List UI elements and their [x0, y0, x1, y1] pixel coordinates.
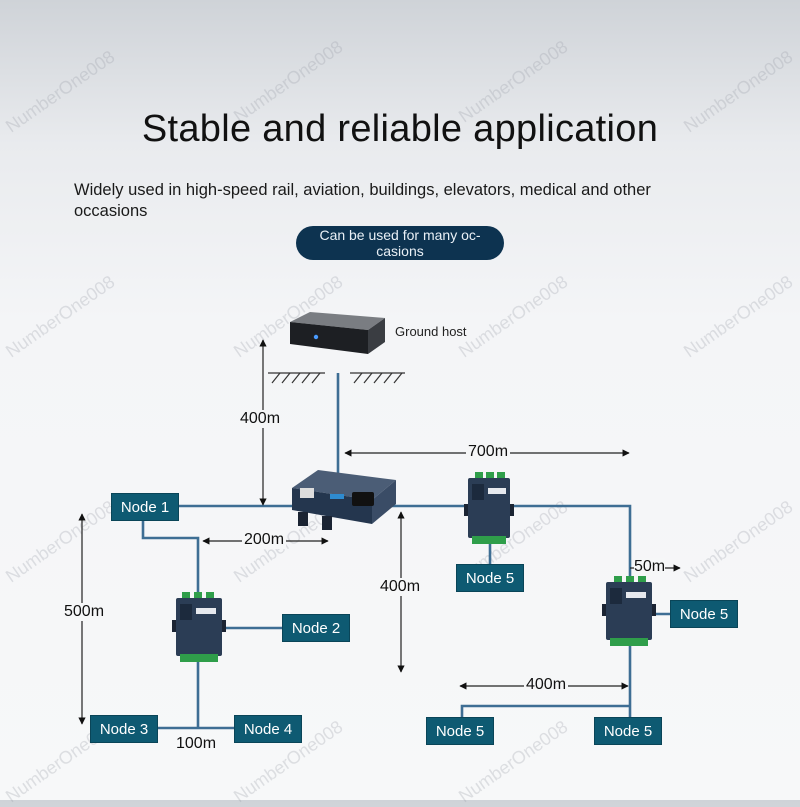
ground-symbol-right [350, 372, 405, 384]
node-5-bottom-right: Node 5 [594, 717, 662, 745]
page-title: Stable and reliable application [141, 108, 659, 150]
distance-host-drop: 400m [240, 410, 281, 428]
node-5-top: Node 5 [456, 564, 524, 592]
ground-symbol-left [268, 372, 325, 384]
distance-branch-left: 200m [242, 531, 287, 549]
node-5-top-label: Node 5 [465, 569, 515, 587]
distance-bottom-left: 100m [176, 735, 217, 752]
dimension-lines [78, 339, 681, 725]
distance-bottom-right: 400m [524, 676, 569, 694]
node-5-bottom-left-label: Node 5 [435, 722, 485, 740]
distance-center-drop: 400m [380, 578, 421, 596]
bus-cables [141, 373, 672, 730]
ground-host-label: Ground host [395, 324, 467, 339]
node-2: Node 2 [282, 614, 350, 642]
node-5-right: Node 5 [670, 600, 738, 628]
node-1: Node 1 [111, 493, 179, 521]
node-device-top-right [464, 472, 514, 544]
distance-right-stub: 50m [634, 558, 666, 576]
node-device-left [172, 592, 226, 662]
distance-trunk-right: 700m [466, 443, 511, 461]
node-5-right-label: Node 5 [679, 605, 729, 623]
node-5-bottom-left: Node 5 [426, 717, 494, 745]
node-device-right [602, 576, 656, 646]
page-subtitle: Widely used in high-speed rail, aviation… [74, 181, 651, 220]
occasions-badge: Can be used for many oc-casions [296, 226, 504, 260]
distance-left-vertical: 500m [64, 603, 105, 621]
ground-host-computer [290, 312, 385, 354]
node-3-label: Node 3 [99, 720, 149, 738]
node-4-label: Node 4 [243, 720, 293, 738]
node-4: Node 4 [234, 715, 302, 743]
node-1-label: Node 1 [120, 498, 170, 516]
occasions-badge-label: Can be used for many oc-casions [319, 227, 481, 259]
node-5-bottom-right-label: Node 5 [603, 722, 653, 740]
main-gateway-device [292, 470, 396, 530]
node-2-label: Node 2 [291, 619, 341, 637]
node-3: Node 3 [90, 715, 158, 743]
